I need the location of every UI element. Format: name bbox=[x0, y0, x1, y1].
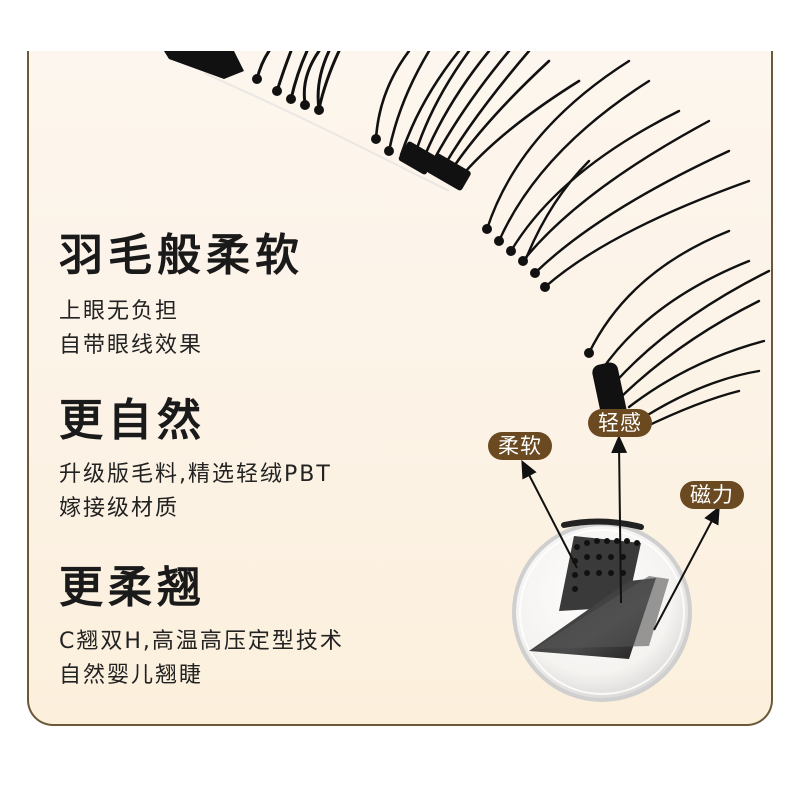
description-line: 嫁接级材质 bbox=[59, 496, 180, 521]
callout-badge-magnetic: 磁力 bbox=[680, 481, 744, 509]
description-line: C翘双H,高温高压定型技术 bbox=[59, 629, 344, 654]
section-heading: 羽毛般柔软 bbox=[59, 230, 304, 281]
section-description: C翘双H,高温高压定型技术 自然婴儿翘睫 bbox=[59, 625, 344, 693]
callout-badge-light: 轻感 bbox=[588, 409, 652, 437]
section-description: 上眼无负担 自带眼线效果 bbox=[59, 295, 304, 363]
feature-section-curl: 更柔翘 C翘双H,高温高压定型技术 自然婴儿翘睫 bbox=[59, 565, 344, 693]
description-line: 升级版毛料,精选轻绒PBT bbox=[59, 462, 332, 487]
feature-section-natural: 更自然 升级版毛料,精选轻绒PBT 嫁接级材质 bbox=[59, 398, 332, 526]
section-description: 升级版毛料,精选轻绒PBT 嫁接级材质 bbox=[59, 458, 332, 526]
section-heading: 更自然 bbox=[59, 395, 206, 446]
callout-badge-soft: 柔软 bbox=[488, 432, 552, 460]
magnetic-false-eyelash-icon bbox=[164, 51, 771, 702]
product-feature-card: 羽毛般柔软 上眼无负担 自带眼线效果 更自然 升级版毛料,精选轻绒PBT 嫁接级… bbox=[27, 51, 773, 726]
description-line: 自带眼线效果 bbox=[59, 333, 204, 358]
section-heading: 更柔翘 bbox=[59, 562, 206, 613]
description-line: 上眼无负担 bbox=[59, 299, 180, 324]
description-line: 自然婴儿翘睫 bbox=[59, 663, 204, 688]
feature-section-soft: 羽毛般柔软 上眼无负担 自带眼线效果 bbox=[59, 233, 304, 363]
